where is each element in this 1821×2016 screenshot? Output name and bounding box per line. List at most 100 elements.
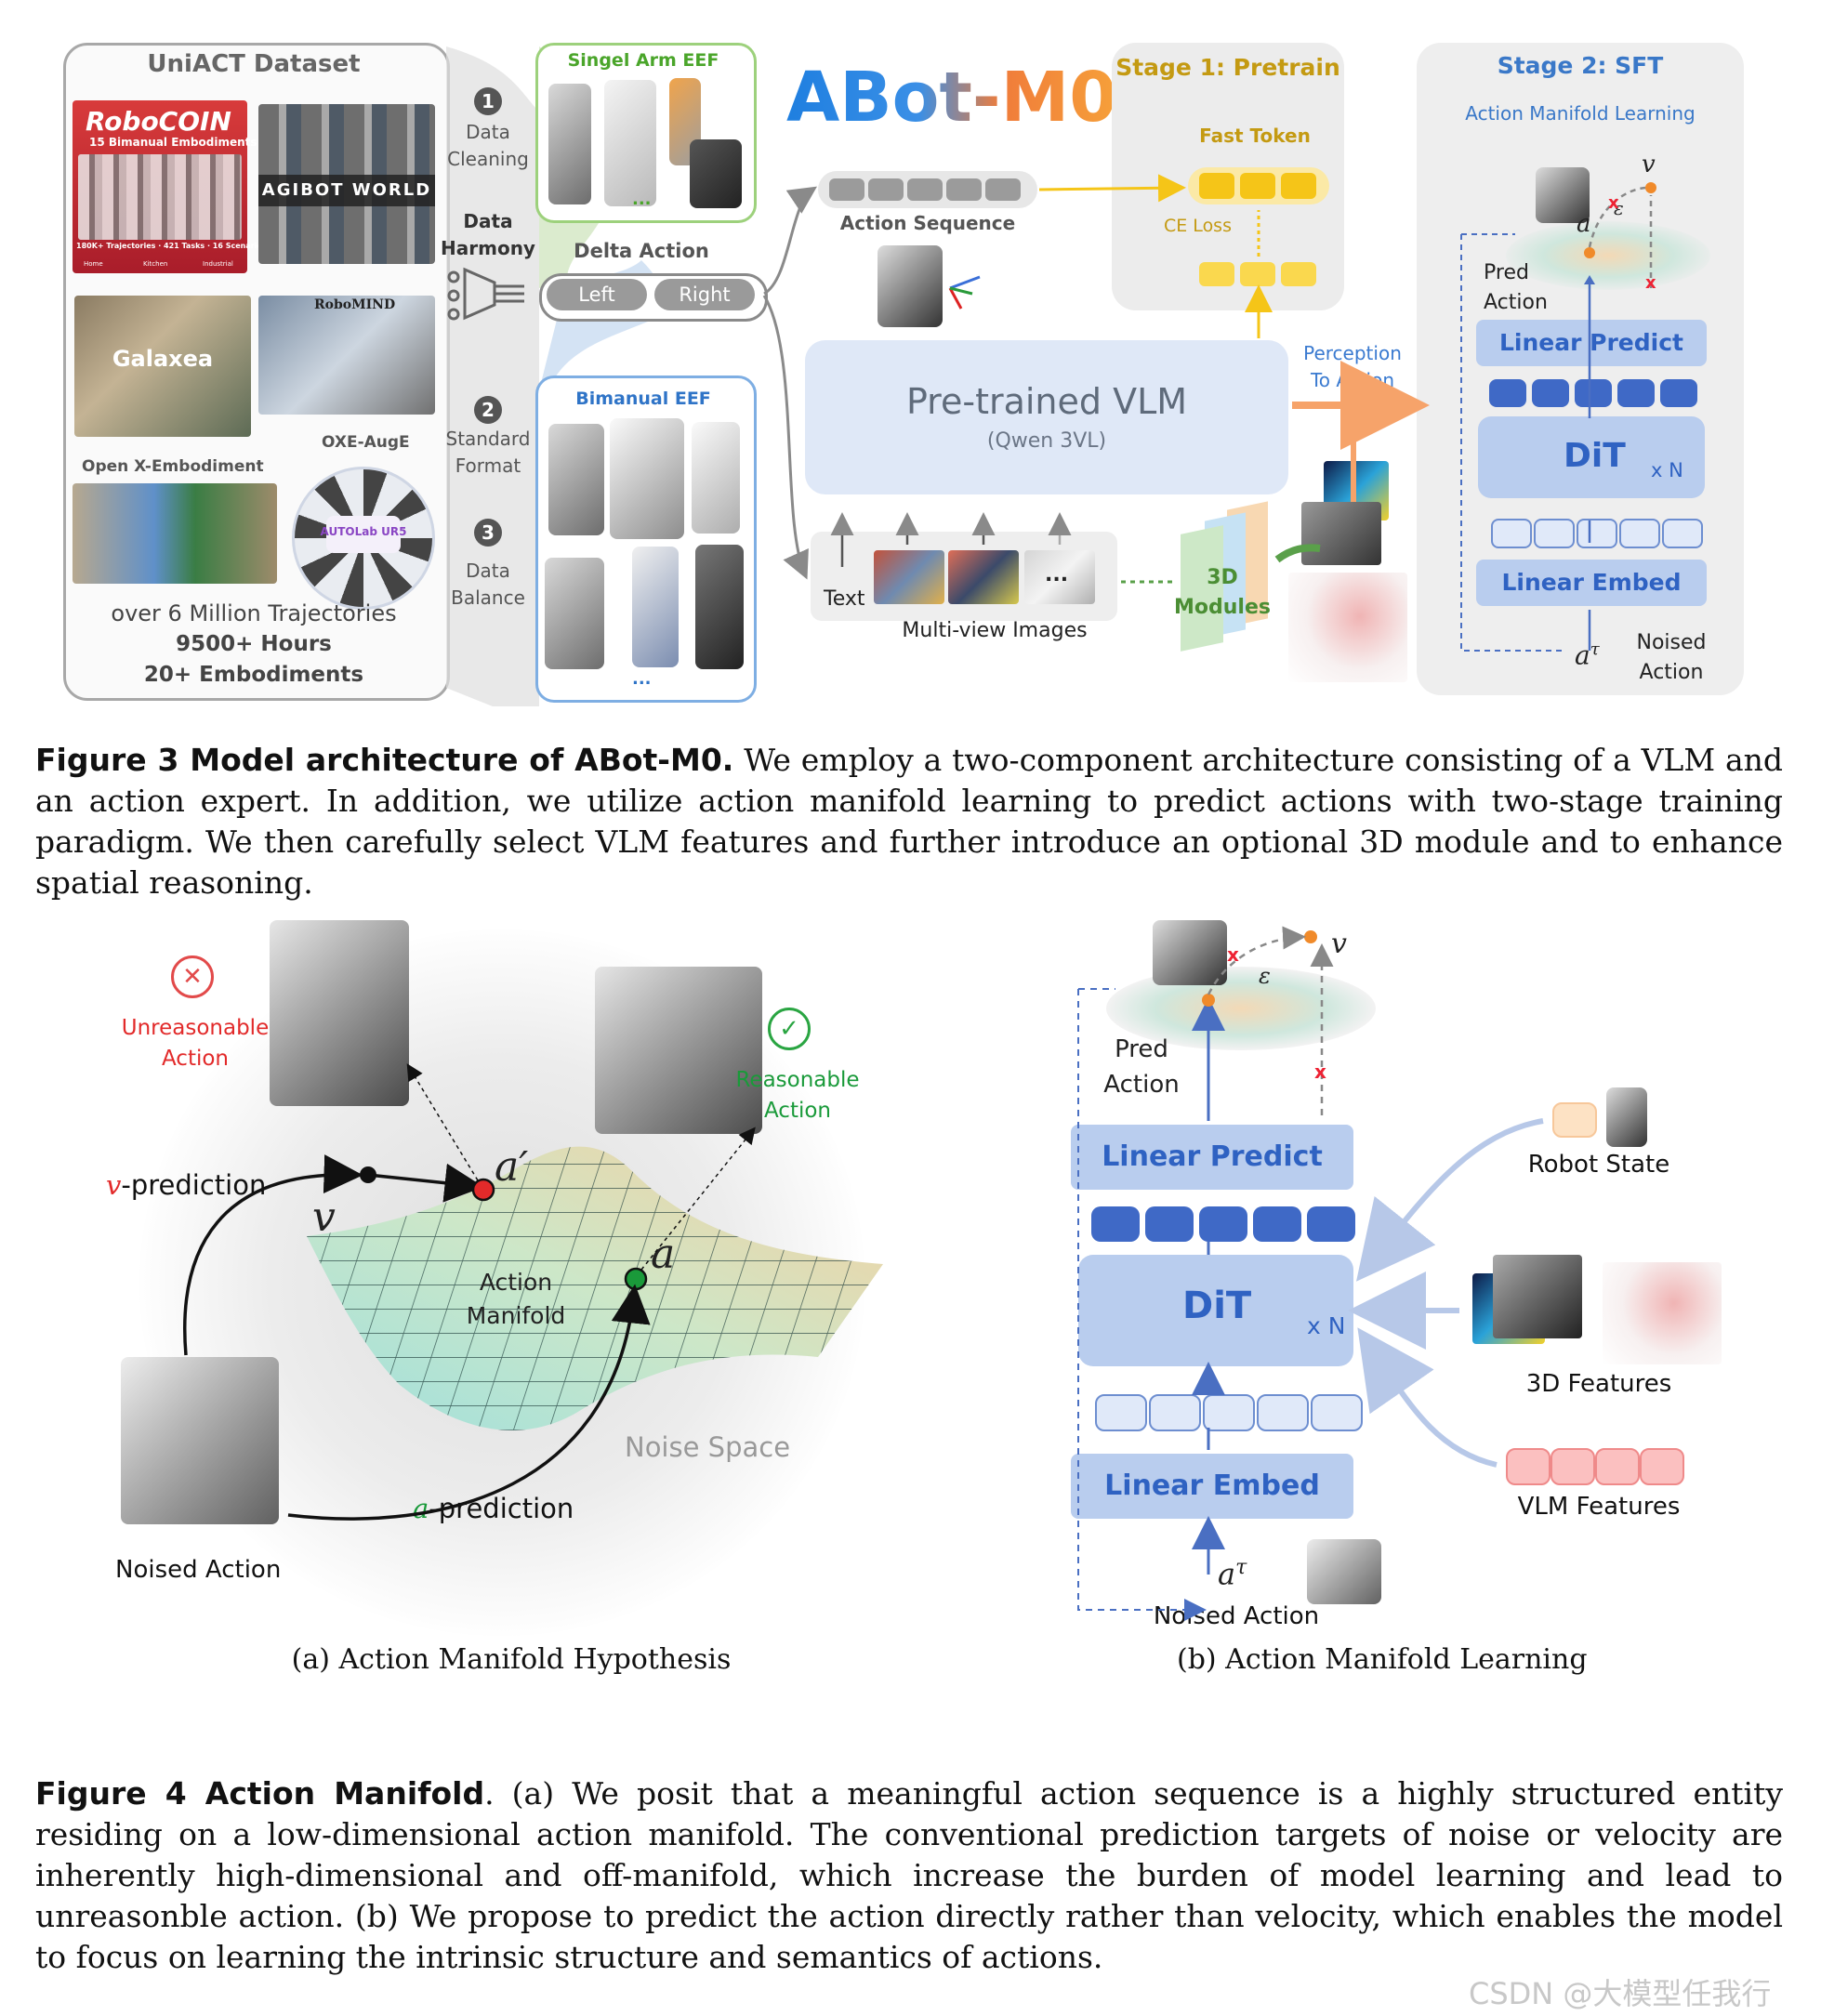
galaxea-image: Galaxea — [74, 296, 251, 437]
feature-3d-image-2 — [1493, 1255, 1582, 1338]
stage2-embed-4 — [1619, 519, 1660, 548]
stage2-title: Stage 2: SFT — [1497, 52, 1664, 79]
svg-text:x: x — [1314, 1061, 1326, 1083]
pred-token-1 — [1199, 262, 1234, 286]
stage2-xn-label: x N — [1651, 459, 1683, 481]
v-prediction-label: v-prediction — [106, 1169, 266, 1201]
single-arm-robot-2 — [604, 80, 656, 206]
reasonable-label: Reasonable Action — [735, 1068, 860, 1123]
fig4b-xn-label: x N — [1307, 1312, 1346, 1339]
robot-lineup — [78, 154, 242, 240]
fig4b-embed-2 — [1149, 1394, 1201, 1431]
stage2-linear-embed: Linear Embed — [1476, 560, 1707, 606]
stage2-a-tau-base: a — [1575, 639, 1590, 671]
step-3-number: 3 — [474, 519, 502, 547]
robot-state-label: Robot State — [1527, 1151, 1670, 1179]
fast-token-3 — [1281, 173, 1316, 199]
stage2-pred-action: Pred Action — [1484, 261, 1548, 314]
stage2-noised-action: Noised Action — [1636, 631, 1707, 684]
vlm-feature-2 — [1550, 1448, 1595, 1485]
action-manifold-surface — [307, 1146, 883, 1430]
figure-4-caption: Figure 4 Action Manifold. (a) We posit t… — [35, 1773, 1783, 1978]
stage2-a-tau: aτ — [1575, 639, 1600, 670]
multiview-image-2 — [948, 550, 1019, 604]
fig4b-embed-1 — [1095, 1394, 1147, 1431]
vlm-feature-3 — [1595, 1448, 1640, 1485]
stage2-flow-arrows — [1460, 233, 1595, 652]
action-token-1 — [829, 178, 864, 201]
watermark: CSDN @大模型任我行 — [1469, 1976, 1772, 2011]
fig4b-pred-action: Pred Action — [1103, 1035, 1180, 1099]
single-arm-robot-4 — [690, 139, 742, 208]
a-symbol: a — [651, 1231, 676, 1278]
robocoin-sub: 15 Bimanual Embodiments — [89, 136, 257, 149]
gripper-robot — [878, 245, 943, 327]
step-1-label: Data Cleaning — [447, 121, 529, 170]
stage2-feature-1 — [1489, 379, 1526, 407]
robocoin-tab-kitchen: Kitchen — [143, 260, 168, 268]
stage2-feature-4 — [1617, 379, 1655, 407]
agibot-image: AGIBOT WORLD — [258, 104, 435, 264]
fast-token-1 — [1199, 173, 1234, 199]
stage2-dit-label: DiT — [1564, 437, 1626, 475]
vlm-feature-4 — [1640, 1448, 1684, 1485]
vlm-subtitle: (Qwen 3VL) — [986, 429, 1107, 453]
robot-state-robot — [1606, 1087, 1647, 1147]
modules-3d-label: 3D Modules — [1174, 566, 1271, 619]
fig4b-feature-1 — [1091, 1206, 1140, 1242]
a-prediction-label: a-prediction — [413, 1493, 574, 1524]
unreasonable-label: Unreasonable Action — [121, 1016, 270, 1071]
stat-hours: 9500+ Hours — [176, 632, 332, 656]
fig4a-arrows — [183, 1063, 756, 1521]
single-arm-robot-1 — [548, 84, 591, 204]
a-prediction-sym: a — [413, 1493, 429, 1524]
fig4b-subcaption: (b) Action Manifold Learning — [1177, 1643, 1588, 1676]
robocoin-image: RoboCOIN 15 Bimanual Embodiments 180K+ T… — [73, 100, 267, 273]
stage2-feature-5 — [1660, 379, 1697, 407]
bimanual-robot-5 — [632, 547, 679, 667]
multiview-ellipsis: ... — [1045, 563, 1069, 586]
vlm-feature-1 — [1506, 1448, 1550, 1485]
pred-token-3 — [1281, 262, 1316, 286]
pointcloud-image — [1288, 573, 1407, 682]
robocoin-tab-home: Home — [84, 260, 103, 268]
stage2-embed-2 — [1534, 519, 1575, 548]
bimanual-robot-6 — [695, 545, 744, 669]
stage2-tau: τ — [1590, 639, 1600, 659]
open-x-image — [73, 483, 277, 584]
autolab-label: AUTOLab UR5 — [320, 525, 407, 538]
unreasonable-robot — [270, 920, 409, 1106]
fig4b-feature-4 — [1253, 1206, 1301, 1242]
stage2-robot — [1536, 167, 1590, 223]
step-1-number: 1 — [474, 87, 502, 115]
svg-text:x: x — [1645, 273, 1656, 293]
bimanual-title: Bimanual EEF — [575, 389, 711, 409]
fig4b-robot — [1153, 920, 1227, 985]
unreasonable-icon: ✕ — [171, 955, 214, 998]
v-symbol: v — [312, 1193, 336, 1241]
robomind-logo: RoboMIND — [314, 297, 396, 312]
stage2-manifold — [1506, 221, 1710, 290]
multiview-image-3 — [1024, 550, 1095, 604]
oxe-auge-center — [326, 516, 401, 553]
robocoin-stats: 180K+ Trajectories · 421 Tasks · 16 Scen… — [76, 242, 267, 250]
oxe-auge-wheel: AUTOLab UR5 — [292, 467, 435, 610]
fig4b-a-tau-base: a — [1218, 1556, 1236, 1592]
svg-text:x: x — [1608, 193, 1619, 213]
fig4b-noised-action: Noised Action — [1153, 1602, 1320, 1630]
robocoin-tab-industrial: Industrial — [203, 260, 233, 268]
fig4b-dit-label: DiT — [1182, 1285, 1252, 1327]
robomind-image: RoboMIND — [258, 296, 435, 415]
noised-action-robot — [121, 1357, 279, 1524]
svg-text:x: x — [1227, 943, 1239, 966]
right-token: Right — [654, 279, 755, 310]
fig4b-feature-3 — [1199, 1206, 1247, 1242]
delta-action-label: Delta Action — [574, 240, 709, 262]
fast-token-2 — [1240, 173, 1275, 199]
fig4b-linear-embed: Linear Embed — [1071, 1454, 1353, 1519]
stat-embodiments: 20+ Embodiments — [143, 663, 364, 687]
fig4b-manifold — [1106, 967, 1376, 1050]
stage2-feature-3 — [1575, 379, 1612, 407]
harmony-funnel-icon — [447, 267, 524, 321]
stage2-embed-3 — [1577, 519, 1617, 548]
